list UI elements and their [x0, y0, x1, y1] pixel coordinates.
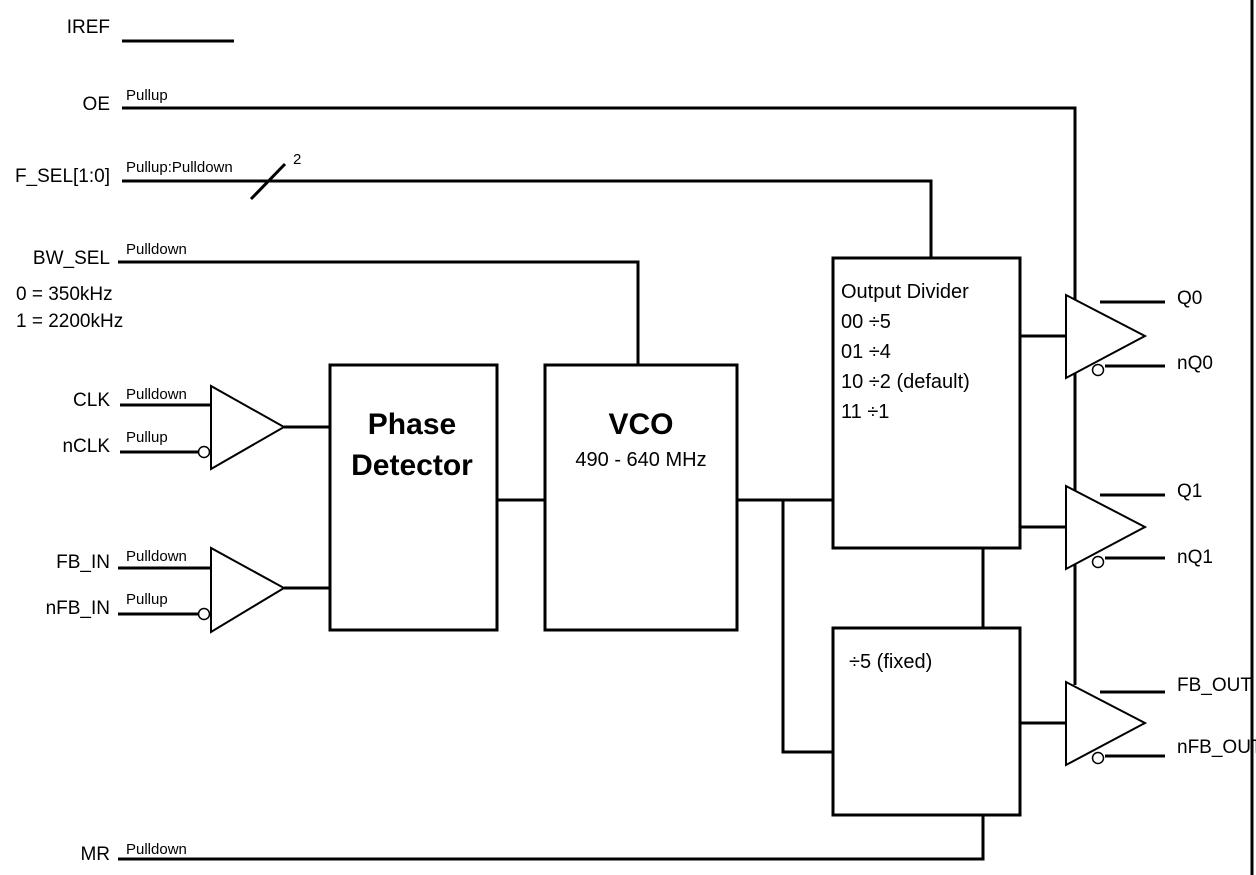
nq0-label: nQ0	[1177, 353, 1213, 374]
fbout-label: FB_OUT	[1177, 675, 1252, 696]
output-divider-row: 00 ÷5	[841, 311, 891, 333]
output-divider-title: Output Divider	[841, 281, 969, 303]
fbin-attr-label: Pulldown	[126, 548, 187, 565]
output-divider-row: 11 ÷1	[841, 401, 889, 423]
nfbout-inversion-bubble	[1091, 751, 1105, 765]
nq1-inversion-bubble	[1091, 555, 1105, 569]
nclk-label: nCLK	[62, 436, 110, 457]
q0-label: Q0	[1177, 288, 1202, 309]
fsel-label: F_SEL[1:0]	[15, 166, 110, 187]
phase-detector-label-line1: Phase	[368, 408, 456, 441]
nfbin-inversion-bubble	[197, 607, 211, 621]
vco-range-label: 490 - 640 MHz	[575, 449, 706, 471]
output-divider-block	[831, 256, 1022, 550]
fbin-input-buffer	[210, 546, 287, 634]
output-divider-row: 10 ÷2 (default)	[841, 371, 970, 393]
vco-block	[543, 363, 739, 632]
nclk-inversion-bubble	[197, 445, 211, 459]
q1-label: Q1	[1177, 481, 1202, 502]
bwsel-option-0: 0 = 350kHz	[16, 284, 113, 305]
vco-to-fixed-div-wire	[781, 500, 833, 754]
bwsel-option-1: 1 = 2200kHz	[16, 311, 123, 332]
bwsel-attr-label: Pulldown	[126, 241, 187, 258]
nfbin-label: nFB_IN	[46, 598, 110, 619]
vco-label: VCO	[608, 408, 673, 441]
fsel-attr-label: Pullup:Pulldown	[126, 159, 233, 176]
fbout-output-buffer	[1065, 680, 1148, 767]
phase-detector-block	[328, 363, 499, 632]
nq1-label: nQ1	[1177, 547, 1213, 568]
fbin-label: FB_IN	[56, 552, 110, 573]
fixed-divider-block	[831, 626, 1022, 817]
phase-detector-label-line2: Detector	[351, 449, 473, 482]
oe-label: OE	[83, 94, 110, 115]
bwsel-wire	[118, 260, 640, 365]
fsel-bus-slash	[249, 162, 287, 201]
oe-wire	[122, 106, 1077, 298]
output-divider-row: 01 ÷4	[841, 341, 891, 363]
mr-label: MR	[80, 844, 110, 865]
clk-attr-label: Pulldown	[126, 386, 187, 403]
fixed-divider-label: ÷5 (fixed)	[849, 651, 932, 673]
nfbin-attr-label: Pullup	[126, 591, 168, 608]
mr-wire	[118, 815, 985, 861]
mr-attr-label: Pulldown	[126, 841, 187, 858]
nq0-inversion-bubble	[1091, 363, 1105, 377]
fsel-bus-width-label: 2	[293, 151, 301, 168]
oe-attr-label: Pullup	[126, 87, 168, 104]
iref-label: IREF	[67, 17, 110, 38]
clk-label: CLK	[73, 390, 110, 411]
nfbout-label: nFB_OUT	[1177, 737, 1256, 758]
fsel-wire	[122, 179, 933, 258]
nclk-attr-label: Pullup	[126, 429, 168, 446]
clk-input-buffer	[210, 384, 287, 471]
q1-output-buffer	[1065, 484, 1148, 571]
bwsel-label: BW_SEL	[33, 248, 110, 269]
q0-output-buffer	[1065, 293, 1148, 380]
